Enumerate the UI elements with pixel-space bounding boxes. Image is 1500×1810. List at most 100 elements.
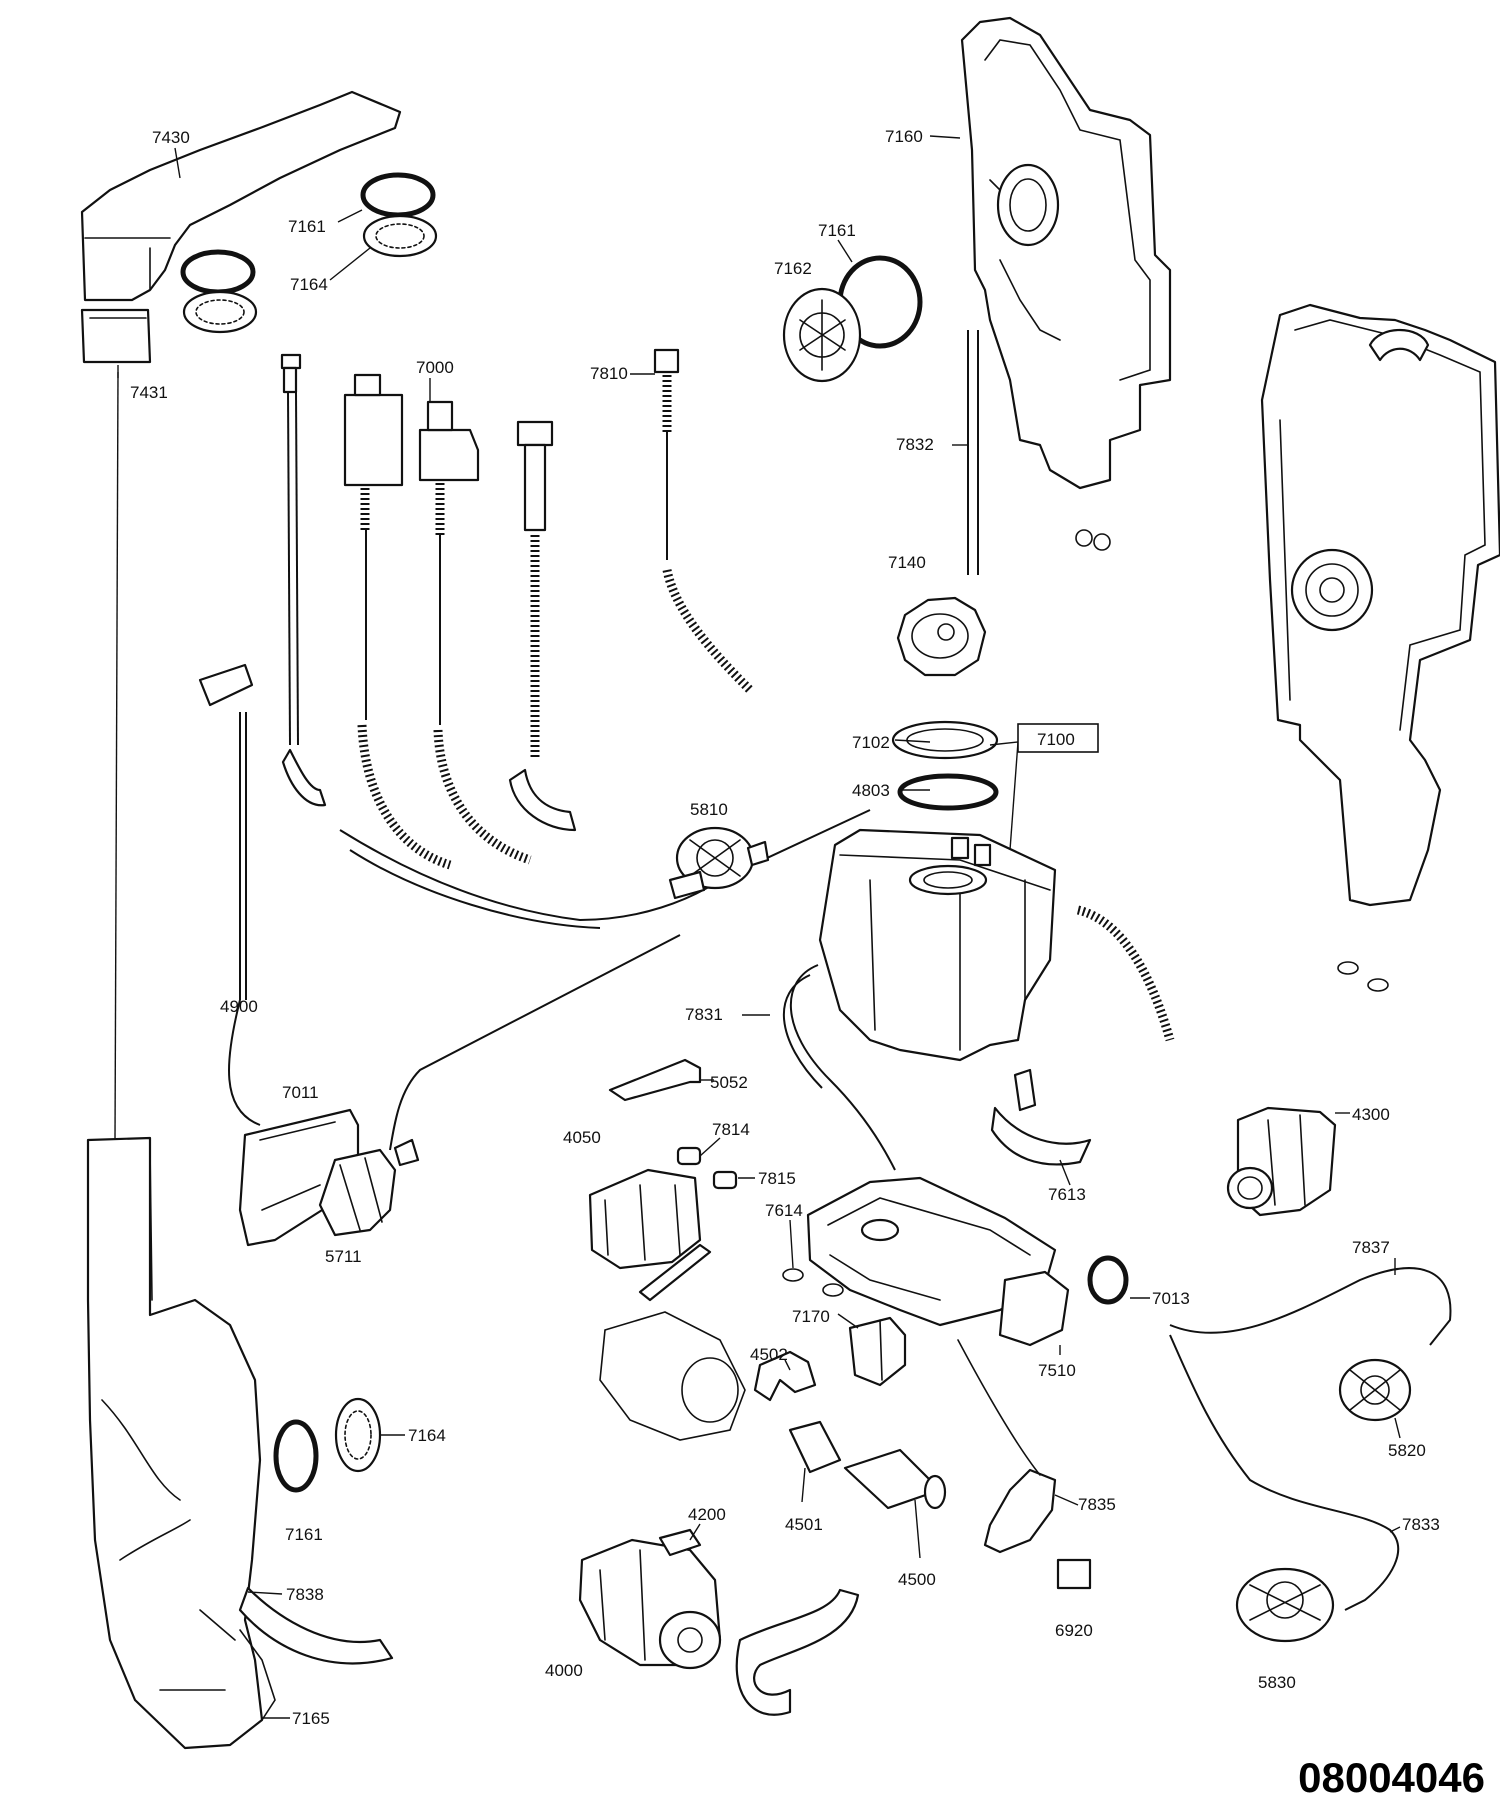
part-5820-sensor: [1338, 1358, 1412, 1422]
label-5830: 5830: [1258, 1673, 1296, 1692]
valve-left: [343, 373, 452, 870]
part-7431-block: [80, 308, 152, 364]
label-7170: 7170: [792, 1307, 830, 1326]
part-7837-hose-lower: [1169, 1334, 1400, 1611]
part-4300-pump: [1226, 1106, 1337, 1217]
label-6920: 6920: [1055, 1621, 1093, 1640]
label-7838: 7838: [286, 1585, 324, 1604]
part-4200-tube: [658, 1528, 702, 1557]
label-4803: 4803: [852, 781, 890, 800]
label-7835: 7835: [1078, 1495, 1116, 1514]
part-6920-cap: [1056, 1558, 1092, 1590]
label-4501: 4501: [785, 1515, 823, 1534]
part-4050-heater-block: [588, 1168, 702, 1270]
right-tank-panel: [1260, 303, 1500, 992]
label-5711: 5711: [325, 1247, 362, 1266]
part-7815-clip: [712, 1170, 738, 1190]
label-7613: 7613: [1048, 1185, 1086, 1204]
part-4000-pump: [578, 1538, 722, 1670]
part-7814-clip: [676, 1146, 702, 1166]
part-7838-hose: [238, 1586, 394, 1665]
label-7160: 7160: [885, 127, 923, 146]
hose-7810: [653, 348, 754, 694]
circulation-pump: [599, 1311, 746, 1441]
label-7837: 7837: [1352, 1238, 1390, 1257]
hose-4900-cable: [198, 663, 261, 1126]
label-7161-b: 7161: [818, 221, 856, 240]
part-7164-filter: [182, 290, 258, 334]
part-7162-cover: [782, 287, 862, 383]
part-7831-hose: [782, 964, 896, 1171]
label-5052: 5052: [710, 1073, 748, 1092]
part-7160-frame: [960, 16, 1172, 551]
label-7164-c: 7164: [408, 1426, 446, 1445]
hose-5711-inlet-left: [280, 353, 327, 807]
drawing-number: 08004046: [1298, 1754, 1485, 1801]
label-5810: 5810: [690, 800, 728, 819]
part-7164-filter: [362, 214, 438, 258]
part-7161-seal: [180, 249, 256, 295]
label-7831: 7831: [685, 1005, 723, 1024]
label-4502: 4502: [750, 1345, 788, 1364]
part-7161-seal: [273, 1419, 319, 1493]
part-7835-hose: [983, 1468, 1057, 1554]
label-4300: 4300: [1352, 1105, 1390, 1124]
softener-hose: [1076, 905, 1175, 1042]
label-7833: 7833: [1402, 1515, 1440, 1534]
part-7100-softener: [818, 828, 1057, 1062]
label-7161: 7161: [288, 217, 326, 236]
part-7837-hose: [1169, 1267, 1452, 1346]
label-7810: 7810: [590, 364, 628, 383]
label-7011: 7011: [282, 1083, 319, 1102]
label-7814: 7814: [712, 1120, 750, 1139]
label-7013: 7013: [1152, 1289, 1190, 1308]
part-4501-sleeve: [788, 1420, 842, 1474]
valve-7000: [418, 400, 532, 865]
part-4803-seal: [897, 773, 999, 811]
part-7102-ring: [891, 720, 999, 760]
sump-assembly: [806, 1176, 1070, 1347]
part-4500-heater: [843, 1448, 947, 1510]
washer: [822, 1283, 844, 1297]
part-5711-valve: [318, 1138, 420, 1237]
label-5820: 5820: [1388, 1441, 1426, 1460]
label-7430: 7430: [152, 128, 190, 147]
label-7102: 7102: [852, 733, 890, 752]
part-7100-label-box: [1017, 723, 1099, 753]
part-7613-flap: [990, 1068, 1092, 1166]
part-5810-flowmeter: [668, 826, 770, 900]
part-labels: 7430 7161 7164 7431 7000 7810 7160 7161 …: [130, 127, 1440, 1728]
label-7000: 7000: [416, 358, 454, 377]
part-7165-air-duct: [86, 1136, 276, 1750]
label-7161-c: 7161: [285, 1525, 323, 1544]
label-7100: 7100: [1037, 730, 1075, 749]
label-7164: 7164: [290, 275, 328, 294]
part-7161-seal: [360, 172, 436, 218]
part-7614-washer: [782, 1268, 804, 1282]
label-7832: 7832: [896, 435, 934, 454]
part-4502-hose: [753, 1350, 817, 1402]
part-7140-cap: [896, 596, 987, 677]
leader-lines: [117, 135, 1401, 1719]
label-7162: 7162: [774, 259, 812, 278]
label-4500: 4500: [898, 1570, 936, 1589]
drain-hose-lower: [735, 1588, 860, 1716]
label-4000: 4000: [545, 1661, 583, 1680]
harness-wires: [339, 809, 871, 1151]
part-7170-valve: [848, 1316, 907, 1387]
drain-line: [957, 1339, 1041, 1476]
label-7431: 7431: [130, 383, 168, 402]
label-7614: 7614: [765, 1201, 803, 1220]
part-7430-duct: [80, 90, 402, 302]
label-7140: 7140: [888, 553, 926, 572]
hose-aquastop: [508, 420, 577, 832]
part-7164-filter: [334, 1397, 382, 1473]
part-7013-seal: [1087, 1255, 1129, 1305]
label-4050: 4050: [563, 1128, 601, 1147]
part-5830-sensor: [1235, 1567, 1335, 1643]
heater-element: [638, 1243, 712, 1302]
label-7815: 7815: [758, 1169, 796, 1188]
part-7832-tube: [967, 330, 979, 575]
label-7510: 7510: [1038, 1361, 1076, 1380]
